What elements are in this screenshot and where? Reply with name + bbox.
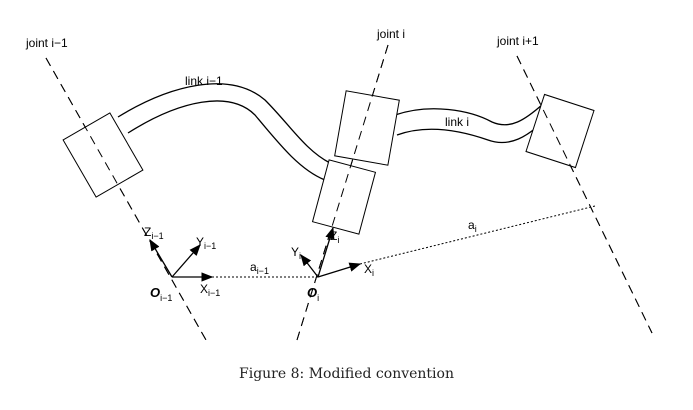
link-prev-lower xyxy=(127,100,326,181)
z-prev-label: Zi−1 xyxy=(144,225,164,241)
common-normal-cur xyxy=(359,205,596,265)
z-cur-label: Zi xyxy=(330,229,339,245)
a-prev-label: ai−1 xyxy=(250,260,269,276)
joint-box-cur-upper xyxy=(334,90,400,166)
link-prev-label: link i−1 xyxy=(185,74,223,88)
joint-box-prev xyxy=(62,112,144,198)
figure-caption: Figure 8: Modified convention xyxy=(239,366,454,382)
link-prev-upper xyxy=(117,83,331,164)
link-cur-label: link i xyxy=(445,115,469,129)
y-cur-label: Yi xyxy=(291,245,301,261)
x-axis-cur-arrow xyxy=(317,262,362,278)
joint-next-label: joint i+1 xyxy=(496,34,539,48)
x-prev-label: Xi−1 xyxy=(200,282,220,298)
link-cur-upper xyxy=(394,103,544,126)
o-prev-label: Oi−1 xyxy=(150,285,172,303)
joint-box-cur-lower xyxy=(311,159,377,235)
y-axis-prev-arrow xyxy=(171,244,201,278)
a-cur-label: ai xyxy=(468,218,477,234)
joint-box-next xyxy=(525,93,595,169)
y-axis-cur-arrow xyxy=(300,254,319,278)
x-cur-label: Xi xyxy=(364,262,374,278)
o-cur-label: Oi xyxy=(307,285,319,303)
y-prev-label: Yi−1 xyxy=(196,235,216,251)
link-cur-lower xyxy=(396,119,546,144)
z-axis-cur-arrow xyxy=(317,226,335,278)
kinematic-diagram: joint i−1 joint i joint i+1 link i−1 lin… xyxy=(25,27,653,341)
joint-prev-label: joint i−1 xyxy=(25,36,68,50)
joint-cur-label: joint i xyxy=(376,27,405,41)
z-axis-prev-arrow xyxy=(149,238,173,278)
